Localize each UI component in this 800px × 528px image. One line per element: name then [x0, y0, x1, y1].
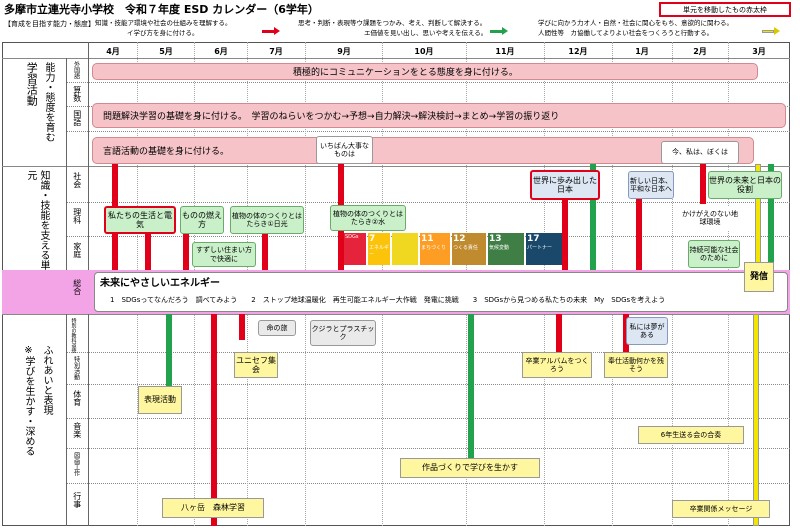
box-unicef: ユニセフ集会: [234, 352, 278, 378]
month-label: 6月: [214, 47, 228, 56]
month-label: 7月: [269, 47, 283, 56]
box-watashi-yume: 私には夢がある: [626, 317, 668, 345]
sdg-icon: SDGs: [344, 233, 366, 265]
month-label: 9月: [337, 47, 351, 56]
month-label: 10月: [414, 47, 434, 56]
row-line: [66, 202, 790, 203]
row-kokugo: 国語: [72, 110, 82, 126]
bar-sansu: 問題解決学習の基礎を身に付ける。 学習のねらいをつかむ→予想→自力解決→解決検討…: [92, 103, 786, 128]
header-arrow-green-head: [502, 27, 508, 35]
page-title: 多摩市立連光寺小学校 令和７年度 ESD カレンダー（6学年）: [4, 3, 319, 16]
box-jizoku: 持続可能な社会のために: [688, 240, 740, 268]
row-line: [66, 82, 790, 83]
sogo-title: 未来にやさしいエネルギー: [100, 278, 220, 289]
knowledge-text: 知識・技能ア環境や社会の仕組みを理解する。: [95, 19, 232, 27]
knowledge-text-2: イ学び方を身に付ける。: [127, 29, 199, 37]
row-tokubetsu-kyoka: 特別の教科道徳: [70, 318, 77, 353]
box-shokubutsu-hikari: 植物の体のつくりとはたらき①日光: [230, 206, 304, 234]
row-rika: 理科: [72, 208, 82, 224]
box-sotsugyo-msg: 卒業関係メッセージ: [672, 500, 770, 518]
sogo-steps: 1 SDGsってなんだろう 調べてみよう 2 ストップ地球温暖化 再生可能エネル…: [110, 296, 666, 304]
row-header-chishiki: 知識・技能を支える単元: [25, 170, 49, 270]
month-label: 3月: [752, 47, 766, 56]
box-atarashii-nihon: 新しい日本、平和な日本へ: [628, 171, 674, 199]
box-yatsugatake: 八ヶ岳 森林学習: [162, 498, 264, 518]
month-label: 1月: [635, 47, 649, 56]
row-line: [2, 166, 790, 167]
header-arrow-red-head: [274, 27, 280, 35]
sogo-unit-box: [94, 272, 788, 312]
header-arrow-red: [262, 30, 274, 33]
row-ongaku: 音楽: [72, 422, 82, 438]
row-line: [66, 483, 790, 484]
row-tokubetsu-katsudo: 特別活動: [72, 356, 80, 380]
row-header-fureai: ふれあいと表現: [41, 345, 52, 415]
month-label: 2月: [693, 47, 707, 56]
month-label: 12月: [568, 47, 588, 56]
box-sekai-mirai: 世界の未来と日本の役割: [708, 171, 782, 199]
thinking-text-2: エ価値を見い出し、思いや考えを伝える。: [364, 29, 488, 37]
row-header-gakushu: 学習活動: [25, 62, 39, 106]
row-gyoji: 行事: [72, 492, 82, 508]
row-taiiku: 体育: [72, 390, 82, 406]
box-rokunen: 6年生送る会の合奏: [638, 426, 744, 444]
header-arrow-green: [490, 30, 502, 33]
row-line: [2, 58, 790, 59]
box-hyogen: 表現活動: [138, 386, 182, 414]
row-shakai: 社会: [72, 172, 82, 188]
row-gaikokugo: 外国語: [72, 61, 80, 79]
thinking-text: 思考・判断・表現等ウ課題をつかみ、考え、判断して解決する。: [298, 19, 487, 27]
header-arrow-yellow-head: [774, 27, 780, 35]
bar-gaikokugo: 積極的にコミュニケーションをとる態度を身に付ける。: [92, 63, 758, 80]
box-kujira: クジラとプラスチック: [310, 320, 376, 346]
row-sansu: 算数: [72, 86, 82, 102]
box-sakuhin: 作品づくりで学びを生かす: [400, 458, 540, 478]
row-sogo: 総合: [72, 279, 82, 295]
sdg-icon: [392, 233, 418, 265]
row-katei: 家庭: [72, 242, 82, 258]
row-header-fureai-note: ※学びを生かす・深める: [23, 345, 34, 456]
attitude-text: 学びに向かう力オ人・自然・社会に関心をもち、意欲的に関わる。: [538, 19, 733, 27]
header-arrow-yellow: [762, 30, 774, 33]
box-hoshi: 奉仕活動何かを残そう: [604, 352, 668, 378]
box-mono-moekata: ものの燃え方: [180, 206, 224, 234]
box-hasshin: 発信: [744, 262, 774, 292]
row-line: [66, 352, 790, 353]
row-line: [66, 418, 790, 419]
box-sekai-ayumi: 世界に歩み出した日本: [530, 170, 600, 200]
box-inochi: 命の旅: [258, 320, 296, 336]
bar-kokugo: 言語活動の基礎を身に付ける。: [92, 137, 754, 164]
box-kagayaki: かけがえのない地球環境: [681, 206, 739, 230]
box-suzushii: すずしい住まい方で快適に: [192, 242, 256, 267]
box-sotsugyo-album: 卒業アルバムをつくろう: [522, 352, 592, 378]
box-shokubutsu-mizu: 植物の体のつくりとはたらき②水: [330, 205, 406, 231]
month-label: 5月: [159, 47, 173, 56]
attitude-text-2: 人間性等 カ協働してよりよい社会をつくろうと行動する。: [538, 29, 714, 37]
row-line: [66, 131, 790, 132]
row-line: [2, 314, 790, 315]
box-watashitachi-seikatsu: 私たちの生活と電気: [104, 206, 176, 234]
row-line: [66, 448, 790, 449]
row-zuko: 図画工作: [72, 452, 80, 476]
row-header-nouryoku: 能力・態度を育む: [43, 62, 54, 142]
row-line: [66, 384, 790, 385]
month-label: 11月: [495, 47, 515, 56]
box-ichiban: いちばん大事なものは: [316, 136, 373, 164]
box-ima-watashi: 今、私は、ぼくは: [661, 141, 739, 164]
month-label: 4月: [106, 47, 120, 56]
ability-subtitle: 【育成を目指す能力・態度】: [4, 20, 95, 28]
legend-box: 単元を移動したもの赤太枠: [659, 2, 791, 17]
